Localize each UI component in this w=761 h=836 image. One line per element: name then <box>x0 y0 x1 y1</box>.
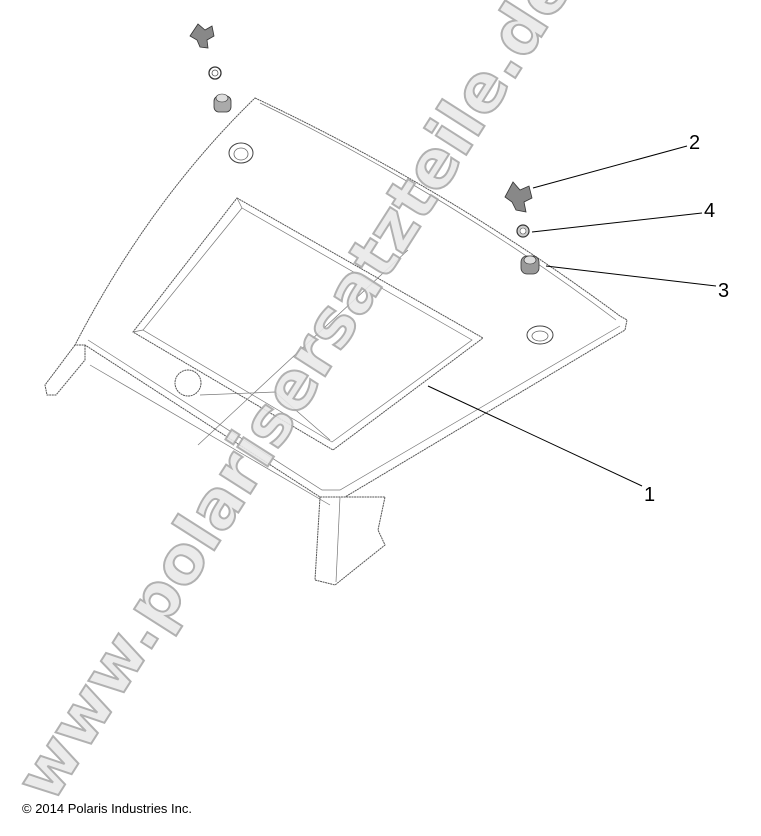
leader-line-3 <box>545 265 717 287</box>
callout-4: 4 <box>704 200 715 222</box>
grommet-part-3 <box>520 255 540 275</box>
callout-1: 1 <box>644 484 655 506</box>
hardware-right <box>504 181 554 345</box>
watermark: www.polarisersatzteile.de <box>1 0 588 814</box>
hardware-left <box>189 23 254 164</box>
panel-part-1 <box>44 97 628 586</box>
leader-line-2 <box>532 145 688 189</box>
wing-nut-part-2 <box>504 181 533 213</box>
leader-line-1 <box>427 385 643 487</box>
washer-part-4 <box>516 224 530 238</box>
leader-line-4 <box>531 212 703 233</box>
copyright-text: © 2014 Polaris Industries Inc. <box>22 801 192 816</box>
callout-3: 3 <box>718 280 729 302</box>
callout-2: 2 <box>689 132 700 154</box>
